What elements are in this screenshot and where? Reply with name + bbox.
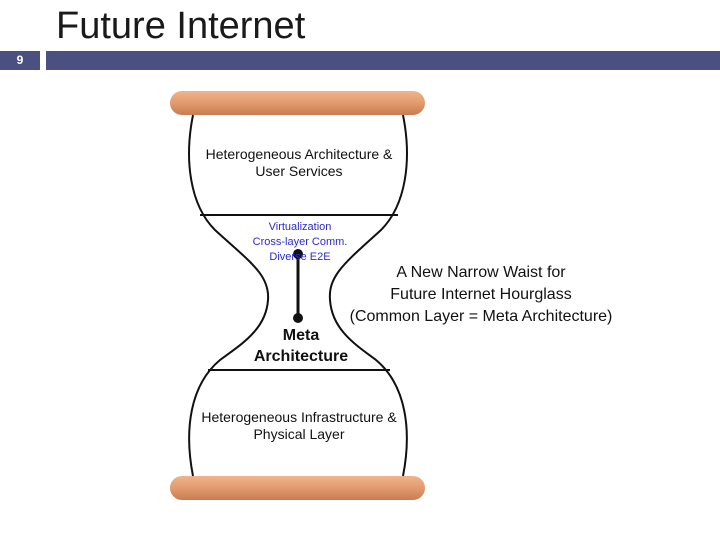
waist-bottom-dot: [293, 313, 303, 323]
waist-item: Diverse E2E: [269, 251, 331, 263]
narrow-waist-callout: A New Narrow Waist for Future Internet H…: [326, 262, 636, 328]
hourglass-left-outline: [188, 114, 270, 477]
waist-top-dot: [293, 249, 303, 259]
slide-number: 9: [0, 51, 40, 70]
top-cap: [170, 91, 425, 115]
bottom-cap: [170, 476, 425, 500]
waist-item: Virtualization: [268, 221, 332, 233]
top-section-label: Heterogeneous Architecture & User Servic…: [205, 146, 393, 179]
meta-architecture-label: Meta Architecture: [253, 327, 349, 365]
slide-title: Future Internet: [56, 5, 306, 47]
title-bar: [46, 51, 720, 70]
callout-line: A New Narrow Waist for: [396, 264, 566, 281]
bottom-section-label: Heterogeneous Infrastructure & Physical …: [201, 409, 397, 442]
hourglass-right-outline: [328, 114, 408, 477]
callout-line: Future Internet Hourglass: [390, 286, 572, 303]
callout-line: (Common Layer = Meta Architecture): [349, 308, 613, 325]
waist-item: Cross-layer Comm.: [252, 236, 348, 248]
waist-items: Virtualization Cross-layer Comm. Diverse…: [225, 220, 375, 265]
